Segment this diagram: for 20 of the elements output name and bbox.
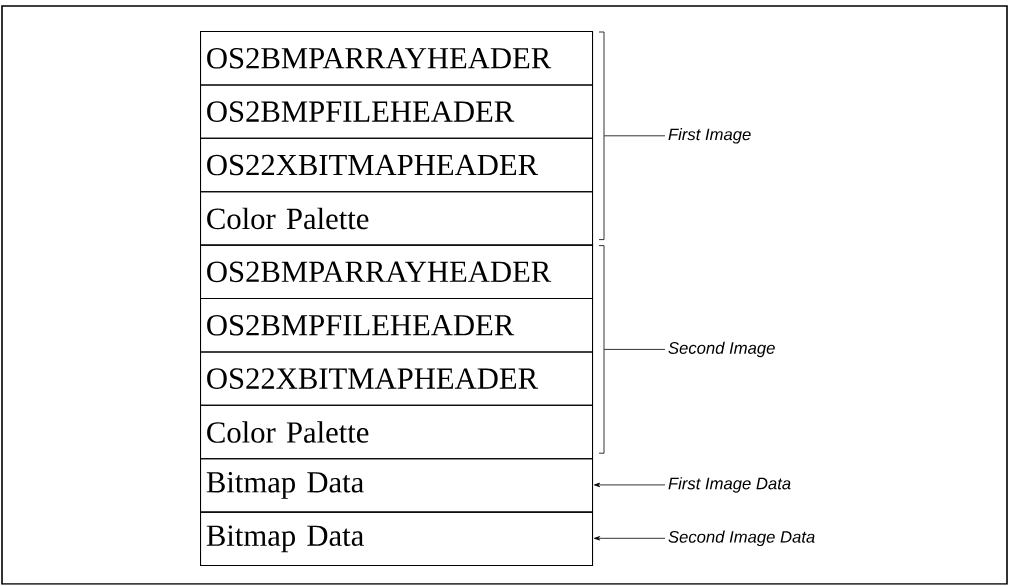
leader-line <box>603 349 666 350</box>
label: Second Image Data <box>668 530 815 547</box>
record-box: Color Palette <box>200 191 594 246</box>
label: First Image <box>668 128 751 144</box>
record-box: OS2BMPFILEHEADER <box>200 298 594 353</box>
bracket <box>598 31 605 240</box>
record-box: OS2BMPFILEHEADER <box>200 84 594 139</box>
record-box: OS2BMPARRAYHEADER <box>200 244 594 300</box>
record-box: Color Palette <box>200 404 594 460</box>
record-box: Bitmap Data <box>200 511 594 567</box>
arrow <box>593 536 666 541</box>
record-box: Bitmap Data <box>200 458 594 513</box>
leader-line <box>603 135 666 137</box>
bracket <box>598 245 605 454</box>
record-box: OS22XBITMAPHEADER <box>200 351 594 406</box>
arrow <box>593 482 666 488</box>
label: First Image Data <box>668 477 791 493</box>
label: Second Image <box>668 341 775 358</box>
record-box: OS2BMPARRAYHEADER <box>200 31 594 86</box>
record-box: OS22XBITMAPHEADER <box>200 137 594 193</box>
